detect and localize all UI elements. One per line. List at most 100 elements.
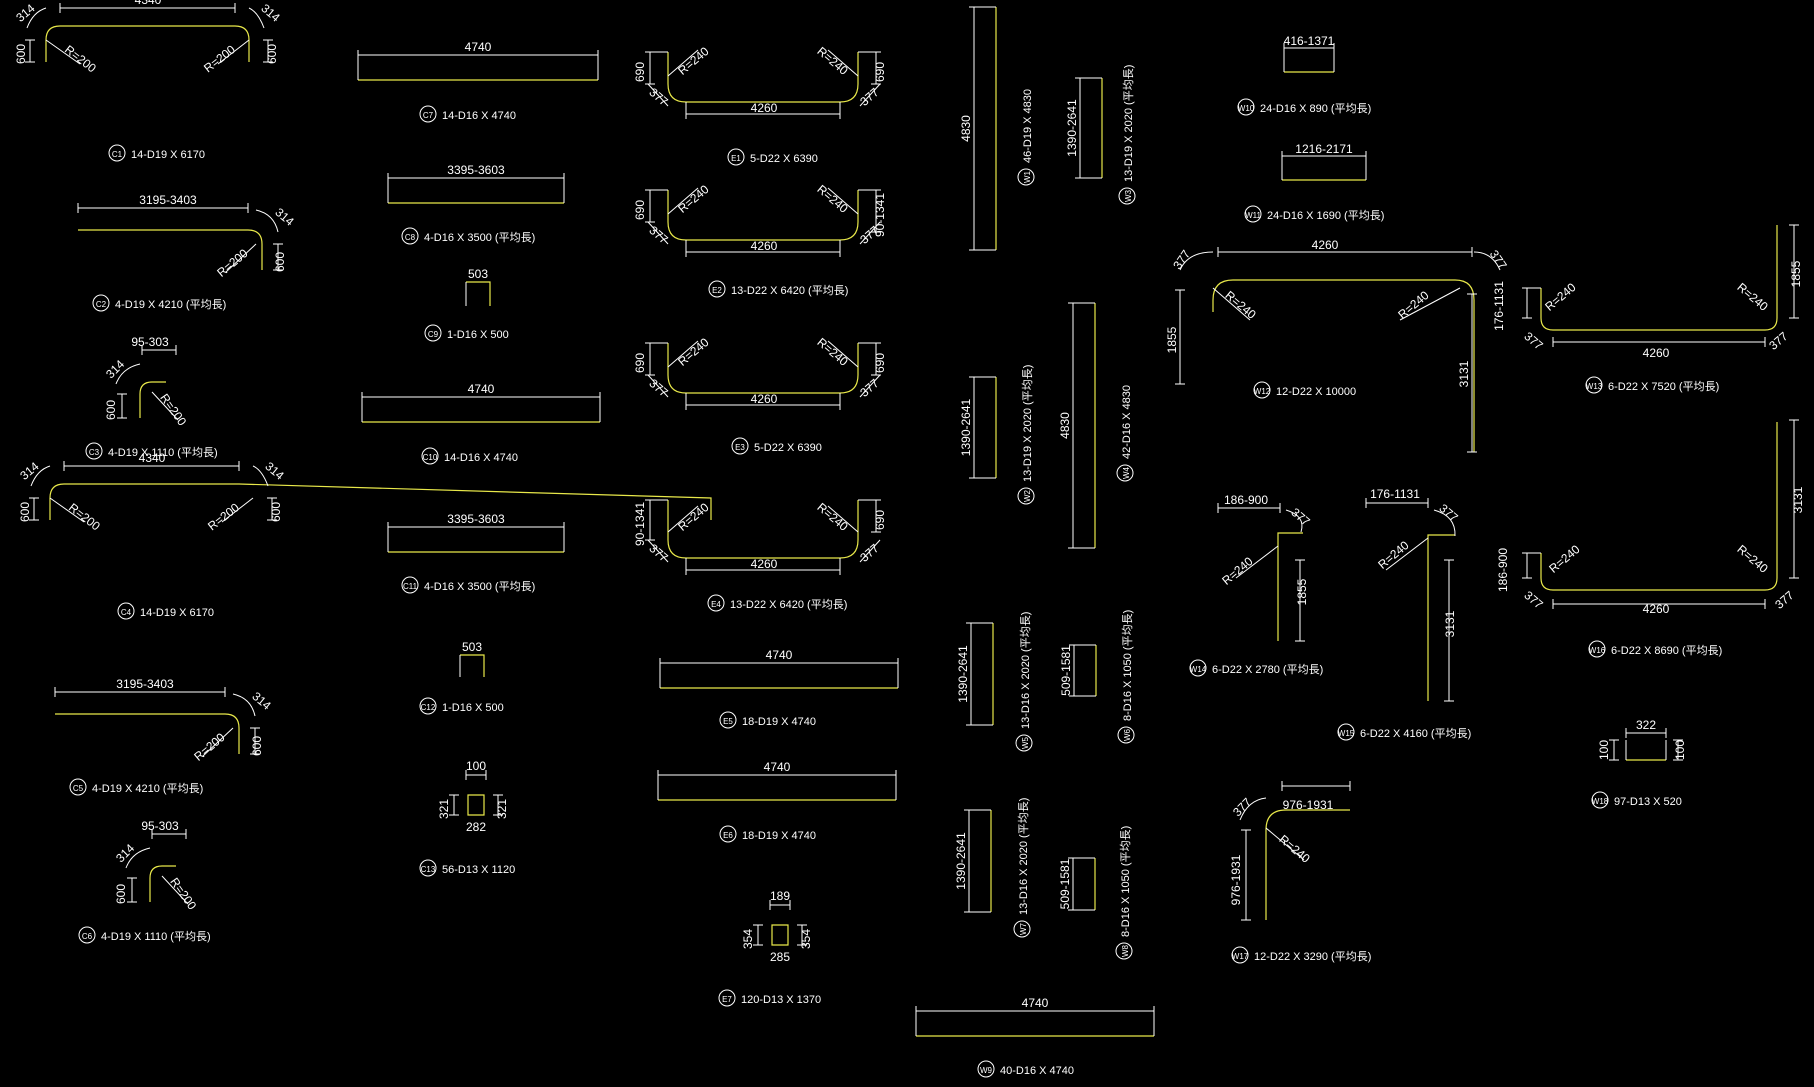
mark-id: W1	[1023, 170, 1032, 183]
dimension-text: 354	[741, 929, 755, 949]
dimension-text: 416-1371	[1284, 34, 1335, 48]
dimension-text: 314	[17, 459, 42, 483]
dimension-text: 314	[103, 357, 127, 381]
mark-id: W6	[1123, 728, 1132, 741]
dimension-text: 377	[1288, 505, 1313, 529]
bar-label: 5-D22 X 6390	[750, 153, 818, 165]
dimension-text: 377	[1170, 247, 1193, 272]
rebar-line	[771, 924, 789, 946]
shape-c9: 503	[465, 267, 491, 306]
mark-id: E5	[723, 717, 733, 726]
mark-circle	[1237, 98, 1255, 116]
bar-label: 18-D19 X 4740	[742, 830, 816, 842]
bar-label: 4-D19 X 1110 (平均長)	[108, 446, 218, 459]
mark-id: C10	[423, 453, 438, 462]
mark-symbol: C3 4-D19 X 1110 (平均長)	[85, 442, 218, 460]
dimension-line	[1433, 509, 1456, 537]
dimension-text: 1216-2171	[1295, 142, 1353, 156]
mark-id: C2	[96, 300, 107, 309]
mark-symbol: W68-D16 X 1050 (平均長)	[1117, 610, 1135, 744]
bar-label: 6-D22 X 4160 (平均長)	[1360, 727, 1471, 740]
dimension-text: 189	[770, 889, 790, 903]
dimension-text: 690	[873, 510, 887, 530]
dimension-text: 95-303	[131, 335, 169, 349]
dimension-text: 509-1581	[1059, 645, 1073, 696]
mark-id: C4	[121, 608, 132, 617]
dimension-line	[859, 221, 881, 245]
rebar-line	[667, 52, 859, 103]
shape-c8: 3395-3603	[387, 163, 565, 204]
mark-circle	[719, 711, 737, 729]
dimension-text: 4260	[751, 101, 778, 115]
dimension-line	[1399, 287, 1461, 321]
dimension-text: 503	[462, 640, 482, 654]
dimension-text: 377	[1772, 588, 1797, 612]
mark-id: C9	[428, 330, 439, 339]
bar-label: 4-D16 X 3500 (平均長)	[424, 580, 535, 593]
dimension-text: 4260	[1312, 238, 1339, 252]
dimension-text: R=240	[1734, 280, 1771, 314]
mark-circle	[1117, 726, 1135, 744]
bar-label: 13-D22 X 6420 (平均長)	[731, 284, 848, 297]
dimension-line	[255, 209, 279, 233]
mark-circle	[1115, 942, 1133, 960]
dimension-text: 690	[633, 353, 647, 373]
mark-id: C6	[82, 932, 93, 941]
rebar-line	[467, 794, 485, 816]
mark-id: C1	[112, 150, 123, 159]
dimension-line	[26, 7, 47, 29]
dimension-text: R=240	[675, 182, 712, 216]
dimension-text: 690	[873, 353, 887, 373]
rebar-line	[460, 654, 485, 677]
bar-label: 24-D16 X 890 (平均長)	[1260, 102, 1371, 115]
dimension-text: R=200	[205, 500, 242, 533]
bar-label: 13-D19 X 2020 (平均長)	[1122, 65, 1135, 182]
dimension-line	[667, 340, 699, 368]
shape-e6: 4740	[657, 760, 897, 801]
rebar-line	[1540, 225, 1778, 331]
mark-id: C3	[89, 448, 100, 457]
mark-id: W16	[1589, 646, 1606, 655]
bar-label: 12-D22 X 10000	[1276, 386, 1356, 398]
bar-label: 4-D16 X 3500 (平均長)	[424, 231, 535, 244]
dimension-line	[252, 465, 269, 487]
dimension-text: 377	[1230, 795, 1254, 819]
dimension-text: 600	[273, 252, 287, 272]
dimension-text: 4260	[751, 392, 778, 406]
dimension-line	[1473, 251, 1501, 271]
dimension-line	[248, 7, 265, 29]
dimension-line	[859, 374, 881, 398]
dimension-line	[161, 875, 189, 905]
rebar-line	[45, 25, 250, 62]
dimension-line	[827, 340, 859, 368]
mark-id: C11	[403, 582, 418, 591]
bar-label: 24-D16 X 1690 (平均長)	[1267, 209, 1384, 222]
dimension-text: 3395-3603	[447, 163, 505, 177]
rebar-line	[149, 865, 176, 902]
mark-circle	[977, 1060, 995, 1078]
mark-circle	[69, 778, 87, 796]
dimension-text: R=200	[62, 42, 99, 75]
dimension-text: 4260	[1643, 346, 1670, 360]
